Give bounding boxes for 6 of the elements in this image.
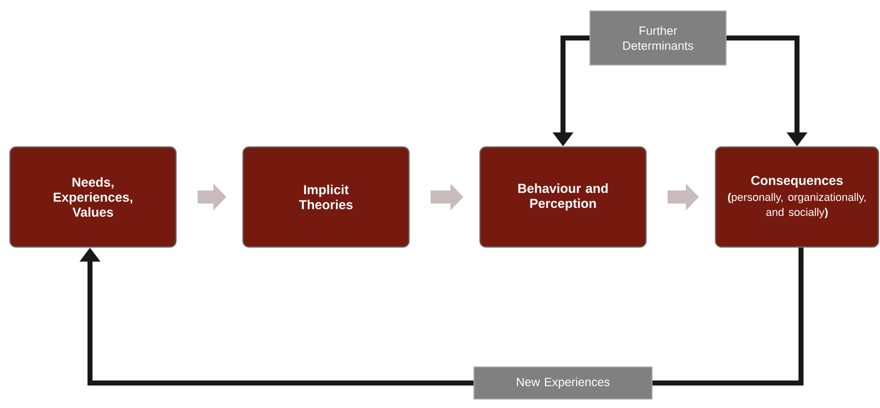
process-box: Needs, Experiences, Values [9,146,177,248]
process-box: Implicit Theories [242,146,410,248]
factor-box: New Experiences [474,366,652,400]
process-box: Consequences (personally, organizationally, and socially) [714,146,880,248]
factor-box: Further Determinants [590,10,726,66]
process-box: Behaviour and Perception [479,146,647,248]
